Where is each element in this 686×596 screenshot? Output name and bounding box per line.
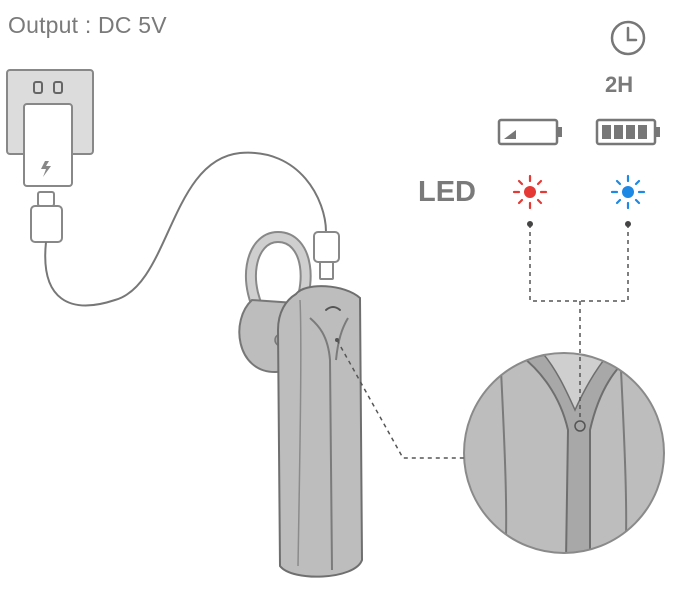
output-spec-label: Output : DC 5V	[8, 12, 167, 38]
charge-time-label: 2H	[605, 72, 634, 97]
led-zoom-view	[463, 352, 665, 554]
bluetooth-headset	[238, 230, 364, 578]
battery-full-icon	[595, 118, 660, 146]
lightning-icon	[41, 161, 51, 177]
micro-usb-plug	[313, 231, 340, 280]
usb-cable	[44, 151, 327, 307]
red-led-icon	[512, 174, 548, 210]
blue-led-icon	[610, 174, 646, 210]
callout-lines	[336, 224, 629, 459]
battery-low-icon	[497, 118, 562, 146]
wall-charger-icon	[6, 69, 94, 243]
clock-icon	[610, 20, 646, 56]
led-label: LED	[418, 176, 476, 208]
